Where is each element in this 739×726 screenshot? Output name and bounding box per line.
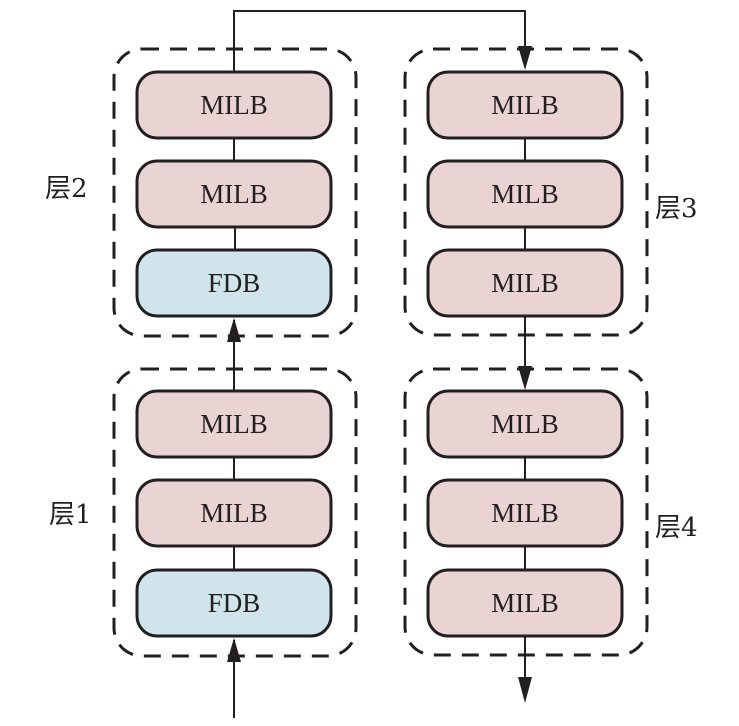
block-shape [426,568,624,638]
block-label: MILB [200,90,268,120]
layer3-label: 层3 [655,194,698,224]
layer3-milb-block: MILB [426,70,624,140]
block-label: MILB [200,409,268,439]
block-label: MILB [491,588,559,618]
output-arrowhead [518,677,532,703]
layer1-container [112,367,358,658]
layer1-fdb-block: FDB [135,568,333,638]
block-label: FDB [208,588,261,618]
block-label: MILB [491,268,559,298]
block-shape [135,70,333,140]
block-label: MILB [491,409,559,439]
layer4-milb-block: MILB [426,568,624,638]
block-shape [426,70,624,140]
l1-to-l2-arrowhead [227,318,241,342]
layer2-milb-block: MILB [135,70,333,140]
block-shape [426,248,624,318]
block-label: MILB [200,179,268,209]
input-arrowhead [227,638,241,662]
layer4-container [403,367,649,657]
layer1-milb-block: MILB [135,389,333,459]
block-shape [135,159,333,229]
layer-containers [112,47,649,658]
block-shape [426,159,624,229]
block-label: MILB [200,498,268,528]
layer2-label: 层2 [45,174,88,204]
l2-to-l3-arrowhead [518,46,532,70]
l3-to-l4-arrowhead [518,366,532,390]
layer3-container [403,47,649,337]
block-shape [135,248,333,318]
block-label: FDB [208,268,261,298]
block-label: MILB [491,179,559,209]
block-shape [135,478,333,548]
block-label: MILB [491,90,559,120]
block-shape [135,389,333,459]
layer2-milb-block: MILB [135,159,333,229]
layer3-milb-block: MILB [426,159,624,229]
l2-to-l3-connector [233,10,526,72]
block-shape [426,389,624,459]
layer4-label: 层4 [655,513,698,543]
layer3-milb-block: MILB [426,248,624,318]
layer2-fdb-block: FDB [135,248,333,318]
blocks: MILB MILB FDB MILB MILB FDB MILB MILB MILB MILB MI… [135,70,624,638]
layer4-milb-block: MILB [426,478,624,548]
block-label: MILB [491,498,559,528]
layer1-label: 层1 [49,500,92,530]
layer4-milb-block: MILB [426,389,624,459]
layer2-container [112,47,358,338]
layer1-milb-block: MILB [135,478,333,548]
block-shape [135,568,333,638]
block-shape [426,478,624,548]
